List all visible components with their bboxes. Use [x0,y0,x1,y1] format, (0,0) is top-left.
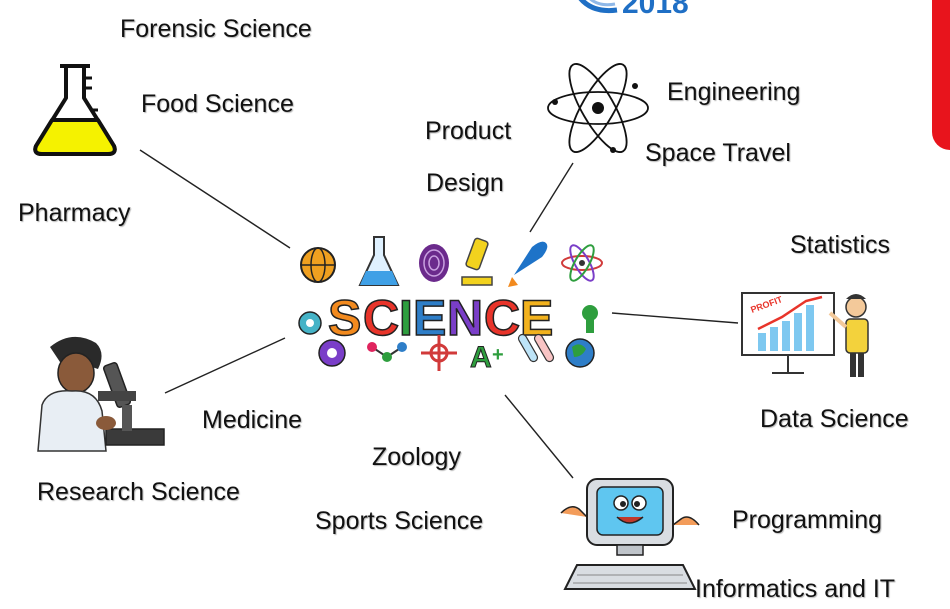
connector-computer [504,394,574,479]
atom-icon [543,58,653,158]
svg-text:+: + [492,344,504,366]
microscope-icon [461,237,493,286]
svg-text:E: E [413,290,446,346]
topic-data-science: Data Science [760,405,909,433]
chart-bar [782,321,790,351]
flask-icon [28,58,123,158]
svg-text:A: A [470,341,492,374]
science-collage: S C I E N C E [292,225,614,377]
topic-engineering: Engineering [667,78,801,106]
beaker-icon [358,236,400,286]
chart-bar [806,305,814,351]
topic-research-science: Research Science [37,478,240,506]
topic-informatics-it: Informatics and IT [695,575,896,603]
small-globe-icon [565,338,595,368]
globe-icon [300,247,336,283]
logo-year: 2018 [622,0,689,16]
topic-space-travel: Space Travel [645,139,791,167]
chart-bar [794,313,802,351]
chart-bar [770,327,778,351]
connector-flask [139,149,291,249]
computer-mascot-icon [557,473,702,598]
topic-product-design-line2: Design [426,169,504,197]
molecule-icon [367,342,407,362]
topic-sports-science: Sports Science [315,507,484,535]
corner-red-shape [932,0,950,150]
connector-atom [529,162,574,233]
event-logo: 2018 [567,0,727,16]
small-atom-icon [561,244,603,282]
svg-text:C: C [363,290,399,346]
rocket-icon [508,241,548,287]
topic-forensic-science: Forensic Science [120,15,312,43]
burst-icon [421,335,457,371]
topic-pharmacy: Pharmacy [18,199,131,227]
topic-programming: Programming [732,506,883,534]
svg-text:C: C [484,290,520,346]
connector-researcher [164,337,286,394]
a-plus-icon: A + [470,341,504,375]
svg-text:S: S [328,290,361,346]
science-word: S C I E N C E [327,289,554,347]
purple-gear-icon [318,339,346,367]
gear-icon [298,311,322,335]
connector-statistics [611,312,739,324]
svg-text:N: N [447,290,483,346]
topic-product-design-line1: Product [425,117,512,145]
topic-food-science: Food Science [141,90,294,118]
award-icon [582,305,598,333]
presenter-chart-icon: PROFIT [738,283,878,383]
svg-text:I: I [399,290,413,346]
researcher-icon [32,333,172,458]
topic-zoology: Zoology [372,443,461,471]
chart-bar [758,333,766,351]
topic-statistics: Statistics [790,231,891,259]
test-tubes-icon [517,333,555,363]
topic-medicine: Medicine [202,406,303,434]
fingerprint-icon [419,244,449,282]
